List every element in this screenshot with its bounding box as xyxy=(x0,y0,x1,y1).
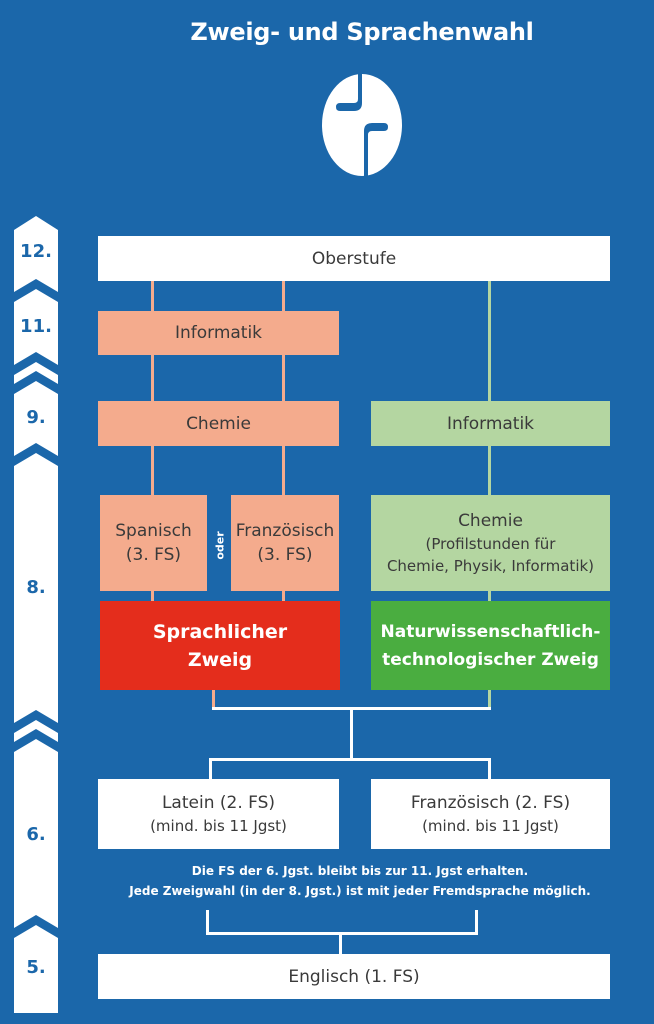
note-line-2: Jede Zweigwahl (in der 8. Jgst.) ist mit… xyxy=(129,884,591,898)
chemie-label: Chemie xyxy=(458,511,523,531)
grade-5: 5. xyxy=(26,957,46,978)
chemie-sublabel: (Profilstunden für xyxy=(425,535,556,553)
page-title: Zweig- und Sprachenwahl xyxy=(190,18,534,46)
nt-informatik-box: Informatik xyxy=(371,401,610,446)
latein-label: Latein (2. FS) xyxy=(161,793,276,813)
sprachlich-informatik-box: Informatik xyxy=(98,311,339,355)
sprachlicher-zweig-box: Sprachlicher Zweig xyxy=(100,601,340,690)
spanisch-sublabel: (3. FS) xyxy=(125,545,182,565)
nt-zweig-box: Naturwissenschaftlich- technologischer Z… xyxy=(371,601,610,690)
grade-9: 9. xyxy=(26,407,46,428)
sprachlicher-zweig-label: Sprachlicher xyxy=(152,620,288,643)
englisch-label: Englisch (1. FS) xyxy=(288,966,420,987)
franzoesisch-2fs-box: Französisch (2. FS) (mind. bis 11 Jgst) xyxy=(371,779,610,849)
franzoesisch-label: Französisch (2. FS) xyxy=(410,793,571,813)
informatik-label: Informatik xyxy=(174,323,263,343)
franzoesisch-label: Französisch xyxy=(235,521,335,541)
oberstufe-label: Oberstufe xyxy=(311,248,397,269)
informatik-label: Informatik xyxy=(446,413,535,434)
grade-8: 8. xyxy=(26,577,46,598)
nt-zweig-label: Naturwissenschaftlich- xyxy=(380,621,601,642)
englisch-box: Englisch (1. FS) xyxy=(98,954,610,999)
connector-line xyxy=(209,758,212,780)
oberstufe-box: Oberstufe xyxy=(98,236,610,281)
connector-line xyxy=(488,758,491,780)
grade-11: 11. xyxy=(20,316,52,337)
oder-label: oder xyxy=(213,530,227,560)
sprachlicher-zweig-label: Zweig xyxy=(187,648,253,671)
chemie-label: Chemie xyxy=(186,413,251,434)
grade-6: 6. xyxy=(26,824,46,845)
franzoesisch-sublabel: (mind. bis 11 Jgst) xyxy=(422,817,559,835)
grade-rail xyxy=(14,216,58,1013)
nt-zweig-label: technologischer Zweig xyxy=(382,649,599,670)
connector-line xyxy=(209,758,491,761)
connector-line xyxy=(206,910,209,935)
note-line-1: Die FS der 6. Jgst. bleibt bis zur 11. J… xyxy=(191,864,529,878)
connector-line xyxy=(206,932,478,935)
franzoesisch-3fs-box: Französisch (3. FS) xyxy=(231,495,339,591)
spanisch-label: Spanisch xyxy=(115,521,192,541)
connector-line xyxy=(475,910,478,935)
latein-box: Latein (2. FS) (mind. bis 11 Jgst) xyxy=(98,779,339,849)
spanisch-box: Spanisch (3. FS) xyxy=(100,495,207,591)
cross-circle-logo-icon xyxy=(322,73,402,177)
connector-line xyxy=(488,689,491,709)
latein-sublabel: (mind. bis 11 Jgst) xyxy=(150,817,287,835)
connector-line xyxy=(339,932,342,954)
franzoesisch-sublabel: (3. FS) xyxy=(257,545,313,565)
grade-12: 12. xyxy=(20,241,52,262)
nt-chemie-box: Chemie (Profilstunden für Chemie, Physik… xyxy=(371,495,610,591)
chemie-sublabel: Chemie, Physik, Informatik) xyxy=(386,557,595,575)
connector-line xyxy=(212,689,215,709)
connector-line xyxy=(350,707,353,759)
sprachlich-chemie-box: Chemie xyxy=(98,401,339,446)
